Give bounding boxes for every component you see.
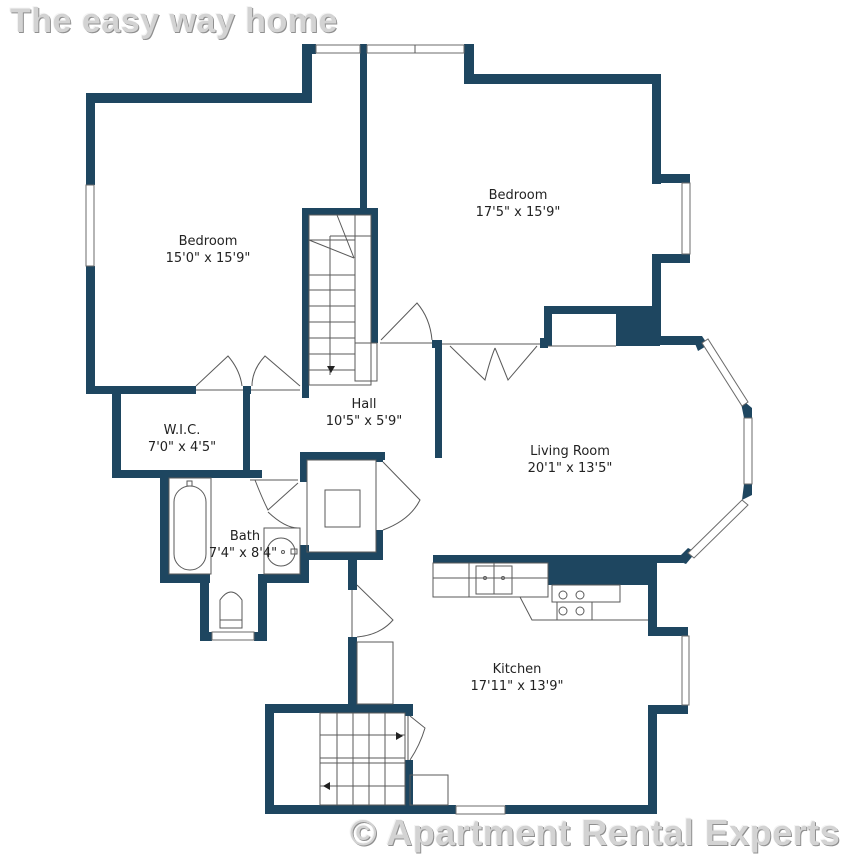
room-size-bedroom-2: 17'5" x 15'9"	[476, 205, 561, 220]
room-size-bedroom-1: 15'0" x 15'9"	[166, 251, 251, 266]
room-size-hall: 10'5" x 5'9"	[326, 414, 402, 429]
room-name-wic: W.I.C.	[164, 423, 201, 438]
room-name-kitchen: Kitchen	[493, 662, 542, 677]
room-labels: Bedroom 15'0" x 15'9" Bedroom 17'5" x 15…	[148, 188, 612, 694]
room-name-bath: Bath	[230, 529, 260, 544]
windows	[85, 44, 753, 815]
room-size-kitchen: 17'11" x 13'9"	[471, 679, 564, 694]
room-name-bedroom-1: Bedroom	[179, 234, 238, 249]
room-size-wic: 7'0" x 4'5"	[148, 440, 216, 455]
room-name-living-room: Living Room	[530, 444, 610, 459]
doors-fixtures	[168, 214, 648, 806]
room-name-hall: Hall	[352, 397, 377, 412]
room-size-bath: 7'4" x 8'4"	[209, 546, 277, 561]
watermark-title: The easy way home	[10, 2, 338, 40]
walls	[86, 44, 752, 814]
room-name-bedroom-2: Bedroom	[489, 188, 548, 203]
watermark-copyright: © Apartment Rental Experts	[350, 812, 841, 853]
room-size-living-room: 20'1" x 13'5"	[528, 461, 613, 476]
